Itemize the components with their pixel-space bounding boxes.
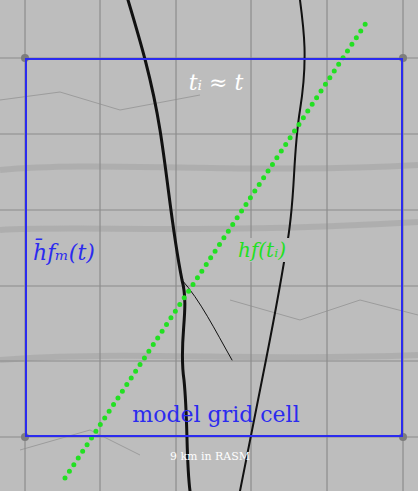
track-thickness-label: hf(tᵢ) (235, 238, 289, 262)
time-label: tᵢ ≈ t (189, 70, 244, 95)
grid-cell-box: tᵢ ≈ t h̄fₘ(t) model grid cell (25, 58, 403, 437)
grid-cell-label: model grid cell (132, 402, 299, 427)
scale-note: 9 km in RASM (170, 450, 250, 463)
mean-thickness-label: h̄fₘ(t) (33, 240, 95, 265)
